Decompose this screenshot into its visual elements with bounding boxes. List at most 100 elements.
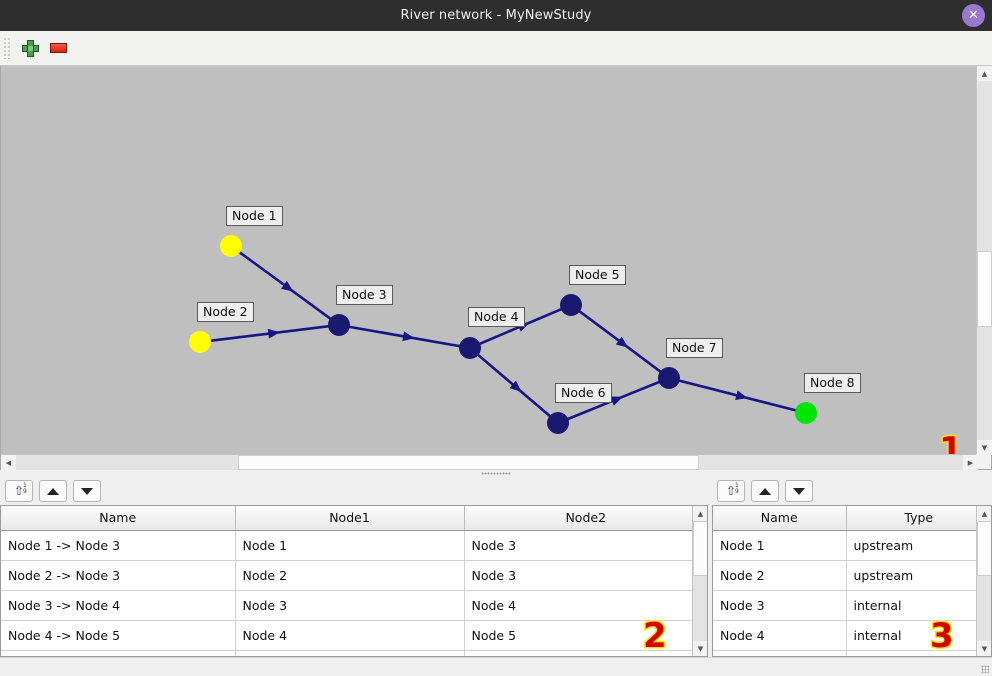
horizontal-splitter[interactable] <box>0 470 992 477</box>
graph-edges-layer <box>209 250 797 421</box>
reach-cell-r5c2[interactable] <box>235 650 465 656</box>
reach-column-header-3[interactable]: Node2 <box>464 506 707 531</box>
canvas-horizontal-scrollbar[interactable]: ◀ ▶ <box>1 454 978 470</box>
reach-scroll-up-icon[interactable]: ▲ <box>693 506 707 521</box>
reach-cell-r4c1[interactable]: Node 4 -> Node 5 <box>1 620 236 651</box>
reach-cell-r1c2[interactable]: Node 1 <box>235 530 465 561</box>
reach-cell-r3c1[interactable]: Node 3 -> Node 4 <box>1 590 236 621</box>
graph-node-node-6[interactable] <box>547 412 569 434</box>
reach-scroll-down-icon[interactable]: ▼ <box>693 641 707 656</box>
node-table-row[interactable] <box>713 650 991 656</box>
node-cell-r2c1[interactable]: Node 2 <box>713 560 847 591</box>
graph-node-label-2[interactable]: Node 2 <box>197 302 254 323</box>
node-cell-r3c2[interactable]: internal <box>846 590 991 621</box>
node-cell-r5c1[interactable] <box>713 650 847 656</box>
reach-table-vertical-scrollbar[interactable]: ▲ ▼ <box>692 506 707 656</box>
edge-arrow-icon <box>281 280 294 292</box>
node-move-up-button[interactable] <box>751 480 779 502</box>
resize-grip-icon[interactable] <box>981 665 989 673</box>
graph-node-label-1[interactable]: Node 1 <box>226 206 283 227</box>
graph-node-node-4[interactable] <box>459 337 481 359</box>
network-canvas-panel[interactable]: Node 1 Node 2 Node 3 Node 4 Node 5 Node 6 Node… <box>0 66 992 472</box>
reach-cell-r2c3[interactable]: Node 3 <box>464 560 707 591</box>
node-scroll-up-icon[interactable]: ▲ <box>977 506 991 521</box>
reach-cell-r1c3[interactable]: Node 3 <box>464 530 707 561</box>
node-cell-r2c2[interactable]: upstream <box>846 560 991 591</box>
edge-arrow-icon <box>509 380 522 392</box>
window-title: River network - MyNewStudy <box>400 8 592 23</box>
graph-node-label-8[interactable]: Node 8 <box>804 373 861 394</box>
reach-move-down-button[interactable] <box>73 480 101 502</box>
node-cell-r5c2[interactable] <box>846 650 991 656</box>
river-network-graph[interactable]: Node 1 Node 2 Node 3 Node 4 Node 5 Node 6 Node… <box>1 66 977 452</box>
graph-node-node-2[interactable] <box>189 331 211 353</box>
reach-cell-r1c1[interactable]: Node 1 -> Node 3 <box>1 530 236 561</box>
node-move-down-button[interactable] <box>785 480 813 502</box>
arrow-down-icon <box>81 487 93 495</box>
canvas-hscroll-thumb[interactable] <box>238 455 699 470</box>
scroll-down-icon[interactable]: ▼ <box>977 440 992 455</box>
reach-cell-r2c1[interactable]: Node 2 -> Node 3 <box>1 560 236 591</box>
edge-arrow-icon <box>615 336 629 348</box>
graph-node-node-1[interactable] <box>220 235 242 257</box>
graph-node-node-8[interactable] <box>795 402 817 424</box>
reach-column-header-2[interactable]: Node1 <box>235 506 465 531</box>
node-cell-r1c2[interactable]: upstream <box>846 530 991 561</box>
reach-cell-r4c3[interactable]: Node 5 <box>464 620 707 651</box>
graph-node-node-3[interactable] <box>328 314 350 336</box>
reach-move-up-button[interactable] <box>39 480 67 502</box>
add-node-button[interactable] <box>16 34 44 62</box>
reach-cell-r2c2[interactable]: Node 2 <box>235 560 465 591</box>
close-icon[interactable]: ✕ <box>962 4 985 27</box>
node-table-vertical-scrollbar[interactable]: ▲ ▼ <box>976 506 991 656</box>
graph-node-node-5[interactable] <box>560 294 582 316</box>
graph-node-node-7[interactable] <box>658 367 680 389</box>
node-scroll-down-icon[interactable]: ▼ <box>977 641 991 656</box>
node-cell-r4c2[interactable]: internal <box>846 620 991 651</box>
reach-cell-r5c3[interactable] <box>464 650 707 656</box>
node-cell-r4c1[interactable]: Node 4 <box>713 620 847 651</box>
graph-node-label-6[interactable]: Node 6 <box>555 383 612 404</box>
reach-cell-r5c1[interactable] <box>1 650 236 656</box>
node-cell-r1c1[interactable]: Node 1 <box>713 530 847 561</box>
canvas-vertical-scrollbar[interactable]: ▲ ▼ <box>976 66 992 455</box>
toolbar-drag-handle[interactable] <box>3 37 12 59</box>
canvas-vscroll-thumb[interactable] <box>977 251 992 327</box>
plus-icon <box>21 39 39 57</box>
graph-node-label-7[interactable]: Node 7 <box>666 338 723 359</box>
graph-node-label-4[interactable]: Node 4 <box>468 307 525 328</box>
scroll-left-icon[interactable]: ◀ <box>1 455 16 470</box>
remove-node-button[interactable] <box>44 34 72 62</box>
node-vscroll-thumb[interactable] <box>977 521 991 576</box>
graph-node-label-5[interactable]: Node 5 <box>569 265 626 286</box>
reach-cell-r4c2[interactable]: Node 4 <box>235 620 465 651</box>
arrow-up-icon <box>759 487 771 495</box>
node-cell-r3c1[interactable]: Node 3 <box>713 590 847 621</box>
reach-column-header-1[interactable]: Name <box>1 506 236 531</box>
node-column-header-2[interactable]: Type <box>846 506 991 531</box>
reach-cell-r3c2[interactable]: Node 3 <box>235 590 465 621</box>
scroll-right-icon[interactable]: ▶ <box>963 455 978 470</box>
reach-cell-r3c3[interactable]: Node 4 <box>464 590 707 621</box>
reach-vscroll-thumb[interactable] <box>693 521 707 576</box>
scroll-up-icon[interactable]: ▲ <box>977 66 992 81</box>
reach-table-row[interactable] <box>1 650 707 656</box>
graph-node-label-3[interactable]: Node 3 <box>336 285 393 306</box>
node-column-header-1[interactable]: Name <box>713 506 847 531</box>
